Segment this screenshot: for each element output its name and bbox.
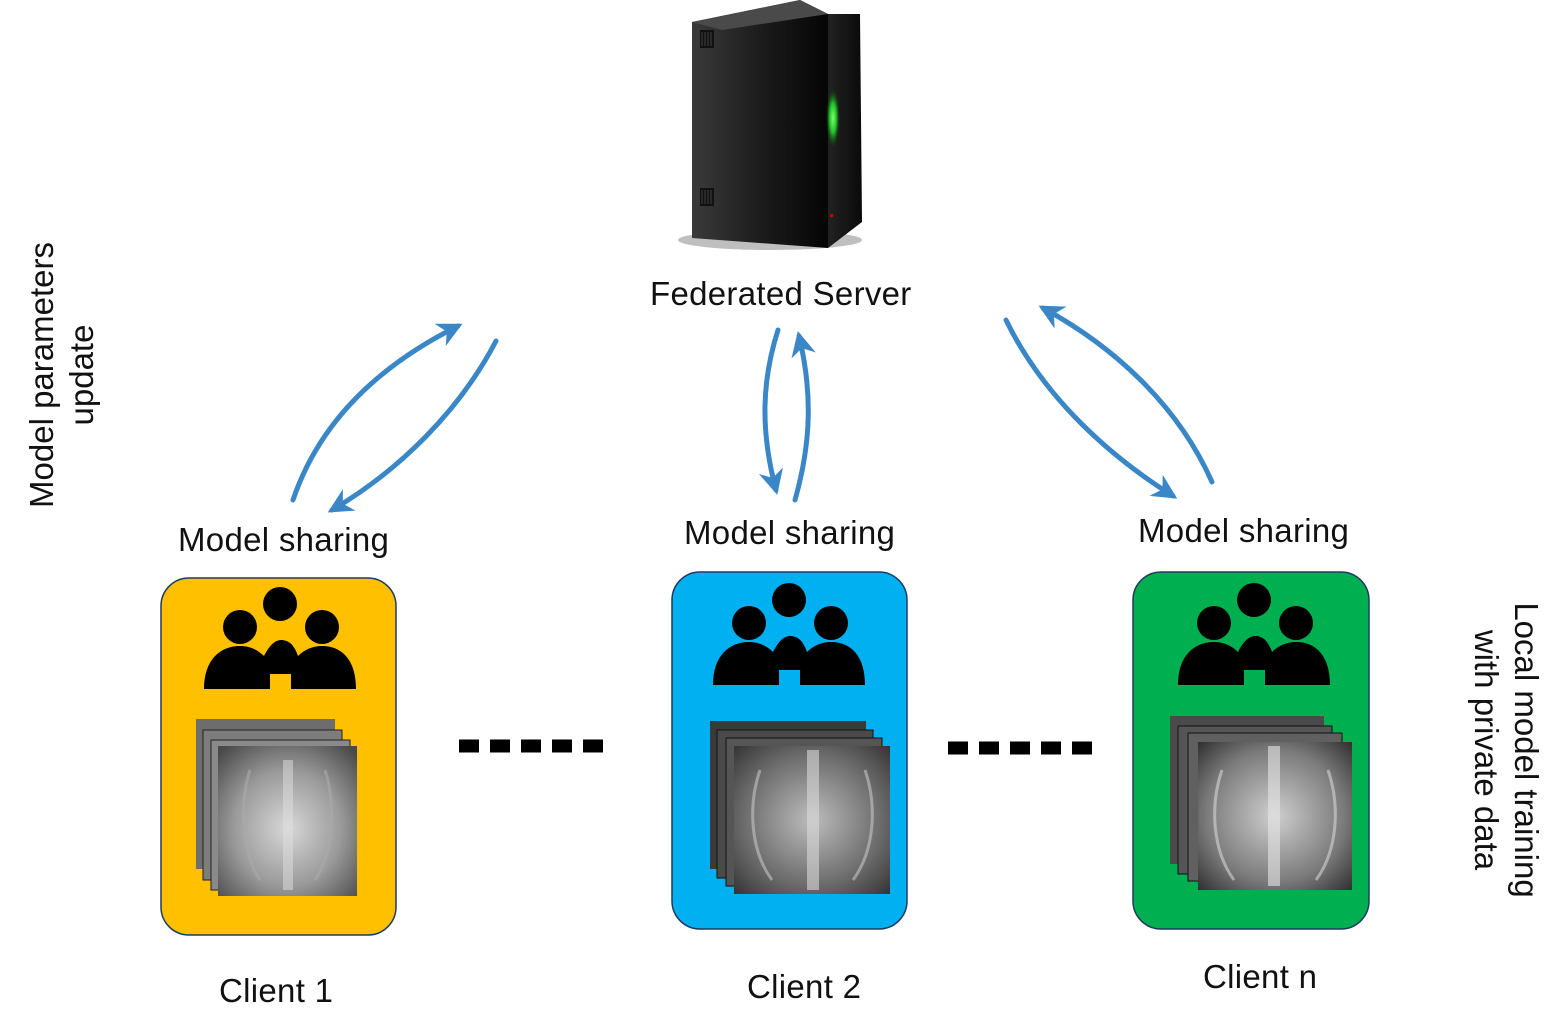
users-group-icon: [713, 583, 865, 685]
arrow-server-to-client2: [758, 327, 783, 495]
arrow-client1-to-server: [290, 323, 463, 503]
arrow-server-to-clientn: [1003, 317, 1178, 499]
users-group-icon: [204, 587, 356, 689]
arrows: [290, 305, 1215, 513]
users-group-icon: [1178, 583, 1330, 685]
client-name-2: Client 2: [747, 968, 862, 1005]
side-label-right-line-1: Local model training: [1508, 602, 1545, 898]
side-label-right: Local model training with private data: [1466, 602, 1546, 897]
side-label-left: Model parameters update: [22, 242, 102, 508]
model-sharing-label-2: Model sharing: [684, 514, 896, 551]
server-label: Federated Server: [650, 275, 912, 312]
client-name-1: Client 1: [219, 972, 334, 1009]
arrow-server-to-client1: [327, 338, 499, 513]
arrow-client2-to-server: [791, 331, 816, 503]
side-label-right-line-2: with private data: [1468, 629, 1505, 871]
side-label-left-line-2: update: [63, 324, 100, 426]
server-tower-icon: [678, 0, 862, 250]
arrow-clientn-to-server: [1038, 305, 1215, 485]
client-name-n: Client n: [1203, 958, 1318, 995]
side-label-left-line-1: Model parameters: [23, 242, 60, 508]
dashed-connectors: [459, 739, 1103, 755]
model-sharing-label-1: Model sharing: [178, 521, 390, 558]
chest-xray-stack: [196, 719, 357, 896]
chest-xray-stack: [710, 721, 890, 894]
chest-xray-stack: [1170, 716, 1352, 890]
model-sharing-label-n: Model sharing: [1138, 512, 1350, 549]
